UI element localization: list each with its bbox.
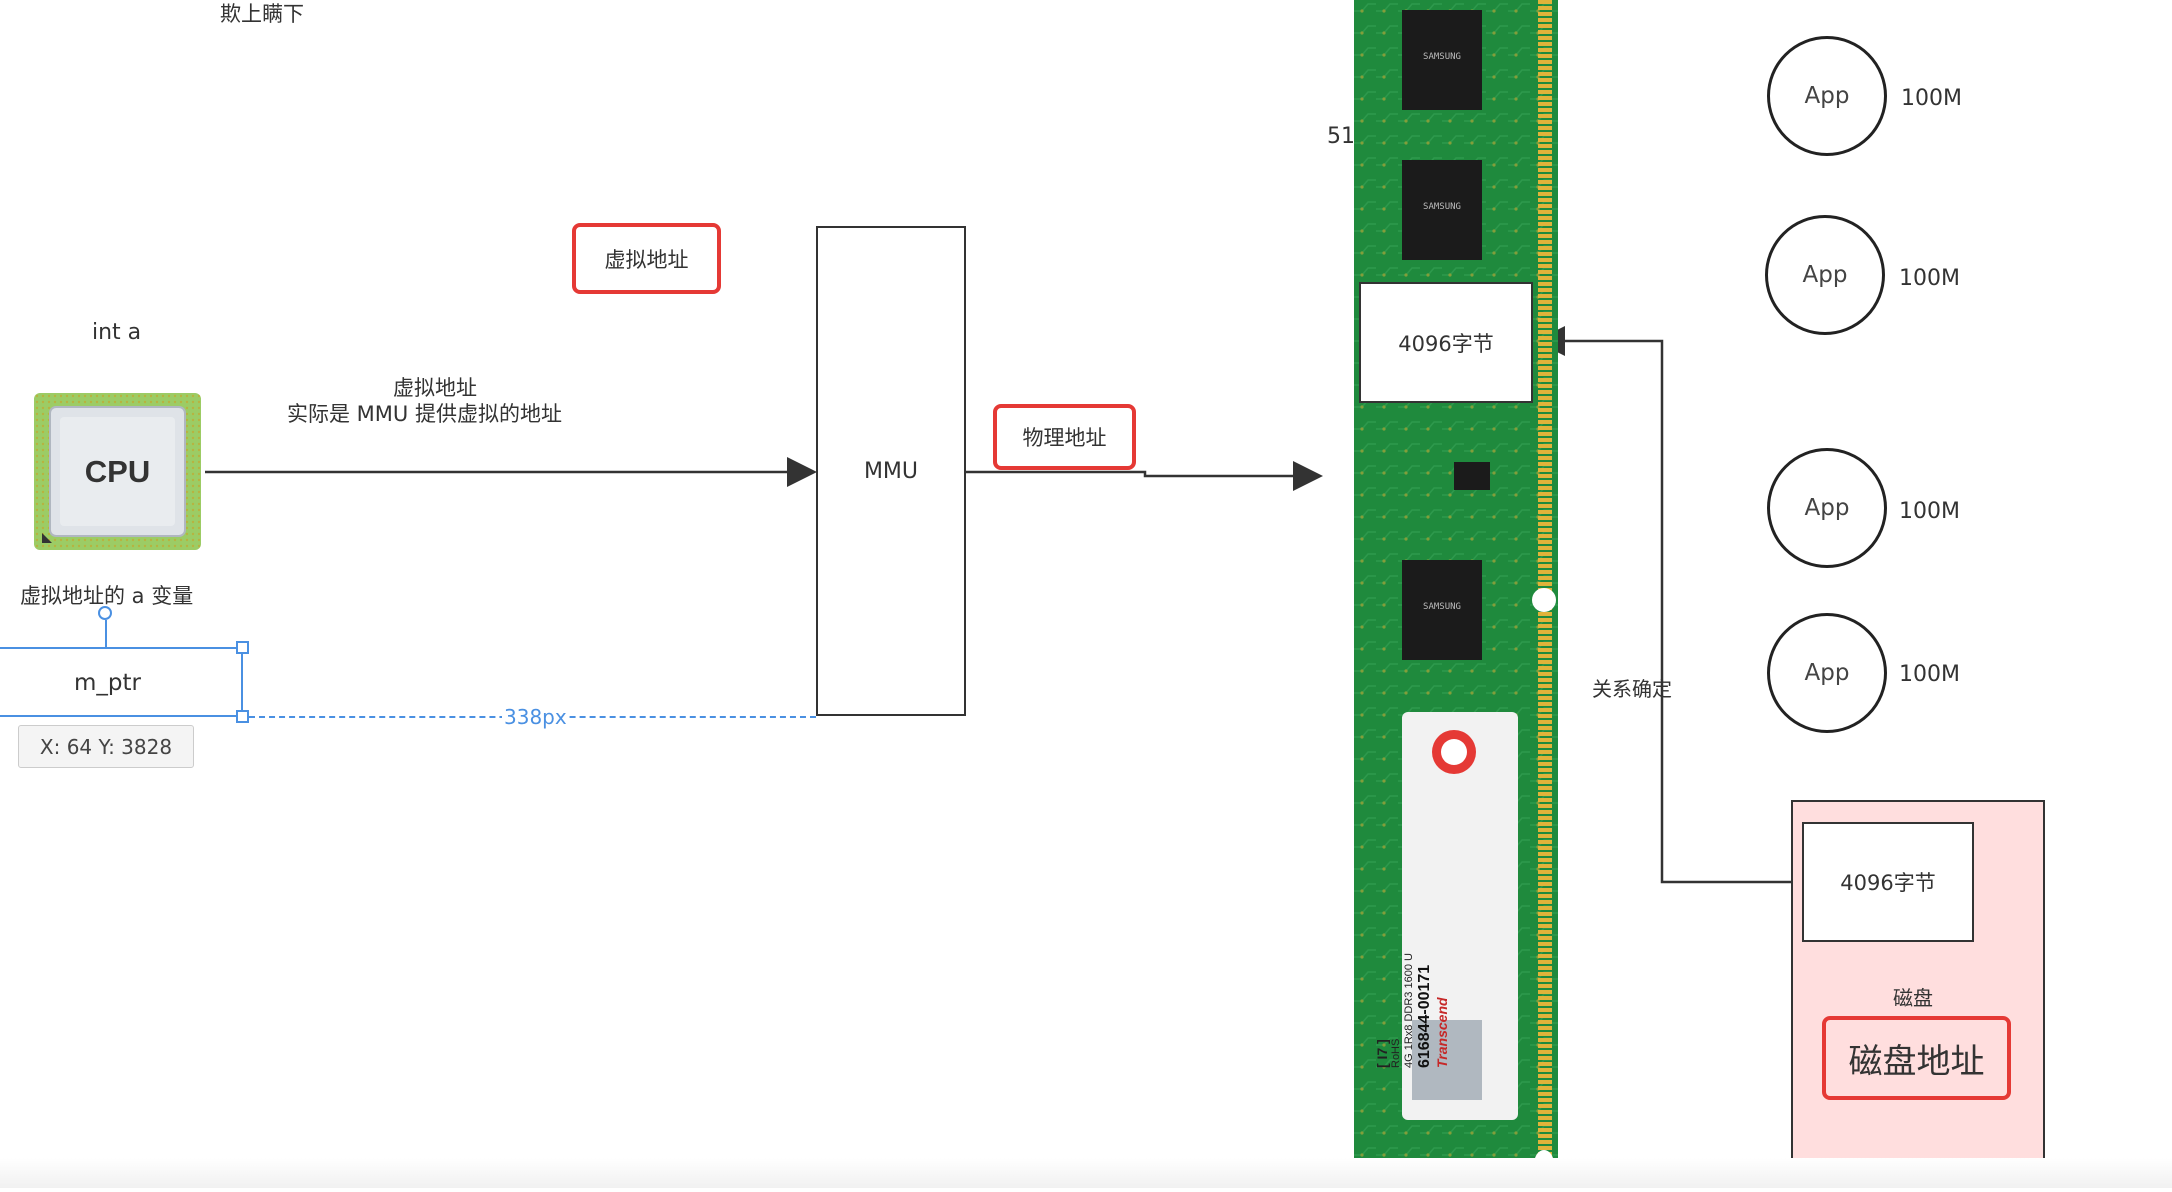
- app-circle-2[interactable]: App: [1765, 215, 1885, 335]
- app-size-3: 100M: [1899, 499, 1960, 524]
- cpu-label: CPU: [84, 453, 151, 489]
- rotate-handle-line: [105, 620, 107, 647]
- ram-module-icon: SAMSUNG SAMSUNG SAMSUNG [ I7 ] RoHS 4G 1…: [1354, 0, 1558, 1188]
- rotate-handle-icon[interactable]: [98, 606, 112, 620]
- app-circle-3[interactable]: App: [1767, 448, 1887, 568]
- resize-handle-top-right[interactable]: [236, 641, 249, 654]
- coordinates-tooltip: X: 64 Y: 3828: [18, 725, 194, 768]
- disk-title: 磁盘: [1893, 986, 1933, 1010]
- cpu-chip-icon: CPU: [34, 393, 201, 550]
- disk-to-ram-arrow: [1535, 326, 1795, 884]
- ram-chip-marking-2: SAMSUNG: [1423, 202, 1461, 212]
- measure-label: 338px: [502, 705, 569, 729]
- resize-handle-bottom-right[interactable]: [236, 710, 249, 723]
- relation-label: 关系确定: [1592, 677, 1672, 701]
- cpu-caption: 虚拟地址的 a 变量: [20, 584, 194, 608]
- top-note: 欺上瞒下: [220, 2, 304, 26]
- physical-address-box[interactable]: 物理地址: [993, 404, 1136, 470]
- app-circle-4[interactable]: App: [1767, 613, 1887, 733]
- selection-frame[interactable]: [0, 647, 243, 717]
- selected-label: m_ptr: [74, 670, 141, 696]
- app-size-2: 100M: [1899, 266, 1960, 291]
- app-size-4: 100M: [1899, 662, 1960, 687]
- app-size-1: 100M: [1901, 86, 1962, 111]
- ram-chip-marking-1: SAMSUNG: [1423, 52, 1461, 62]
- arrow-label-line2: 实际是 MMU 提供虚拟的地址: [287, 402, 562, 426]
- ram-rohs: RoHS: [1390, 1038, 1402, 1068]
- app-circle-1[interactable]: App: [1767, 36, 1887, 156]
- ram-chip-marking-3: SAMSUNG: [1423, 602, 1461, 612]
- disk-page-box[interactable]: 4096字节: [1802, 822, 1974, 942]
- ram-rank: [ I7 ]: [1374, 1039, 1390, 1068]
- virtual-address-box[interactable]: 虚拟地址: [572, 223, 721, 294]
- mmu-box[interactable]: MMU: [816, 226, 966, 716]
- bottom-shade: [0, 1158, 2172, 1188]
- arrow-label-line1: 虚拟地址: [393, 376, 477, 400]
- variable-label: int a: [92, 320, 142, 345]
- ram-sticker-text: [ I7 ] RoHS 4G 1Rx8 DDR3 1600 U 616844-0…: [1374, 768, 1450, 1068]
- ram-serial: 616844-00171: [1416, 964, 1433, 1068]
- ram-page-box[interactable]: 4096字节: [1359, 282, 1533, 403]
- ram-module-text: 4G 1Rx8 DDR3 1600 U: [1403, 953, 1415, 1068]
- disk-address-box[interactable]: 磁盘地址: [1822, 1016, 2011, 1100]
- mmu-to-ram-arrow: [966, 461, 1323, 491]
- ram-brand: Transcend: [1434, 997, 1450, 1068]
